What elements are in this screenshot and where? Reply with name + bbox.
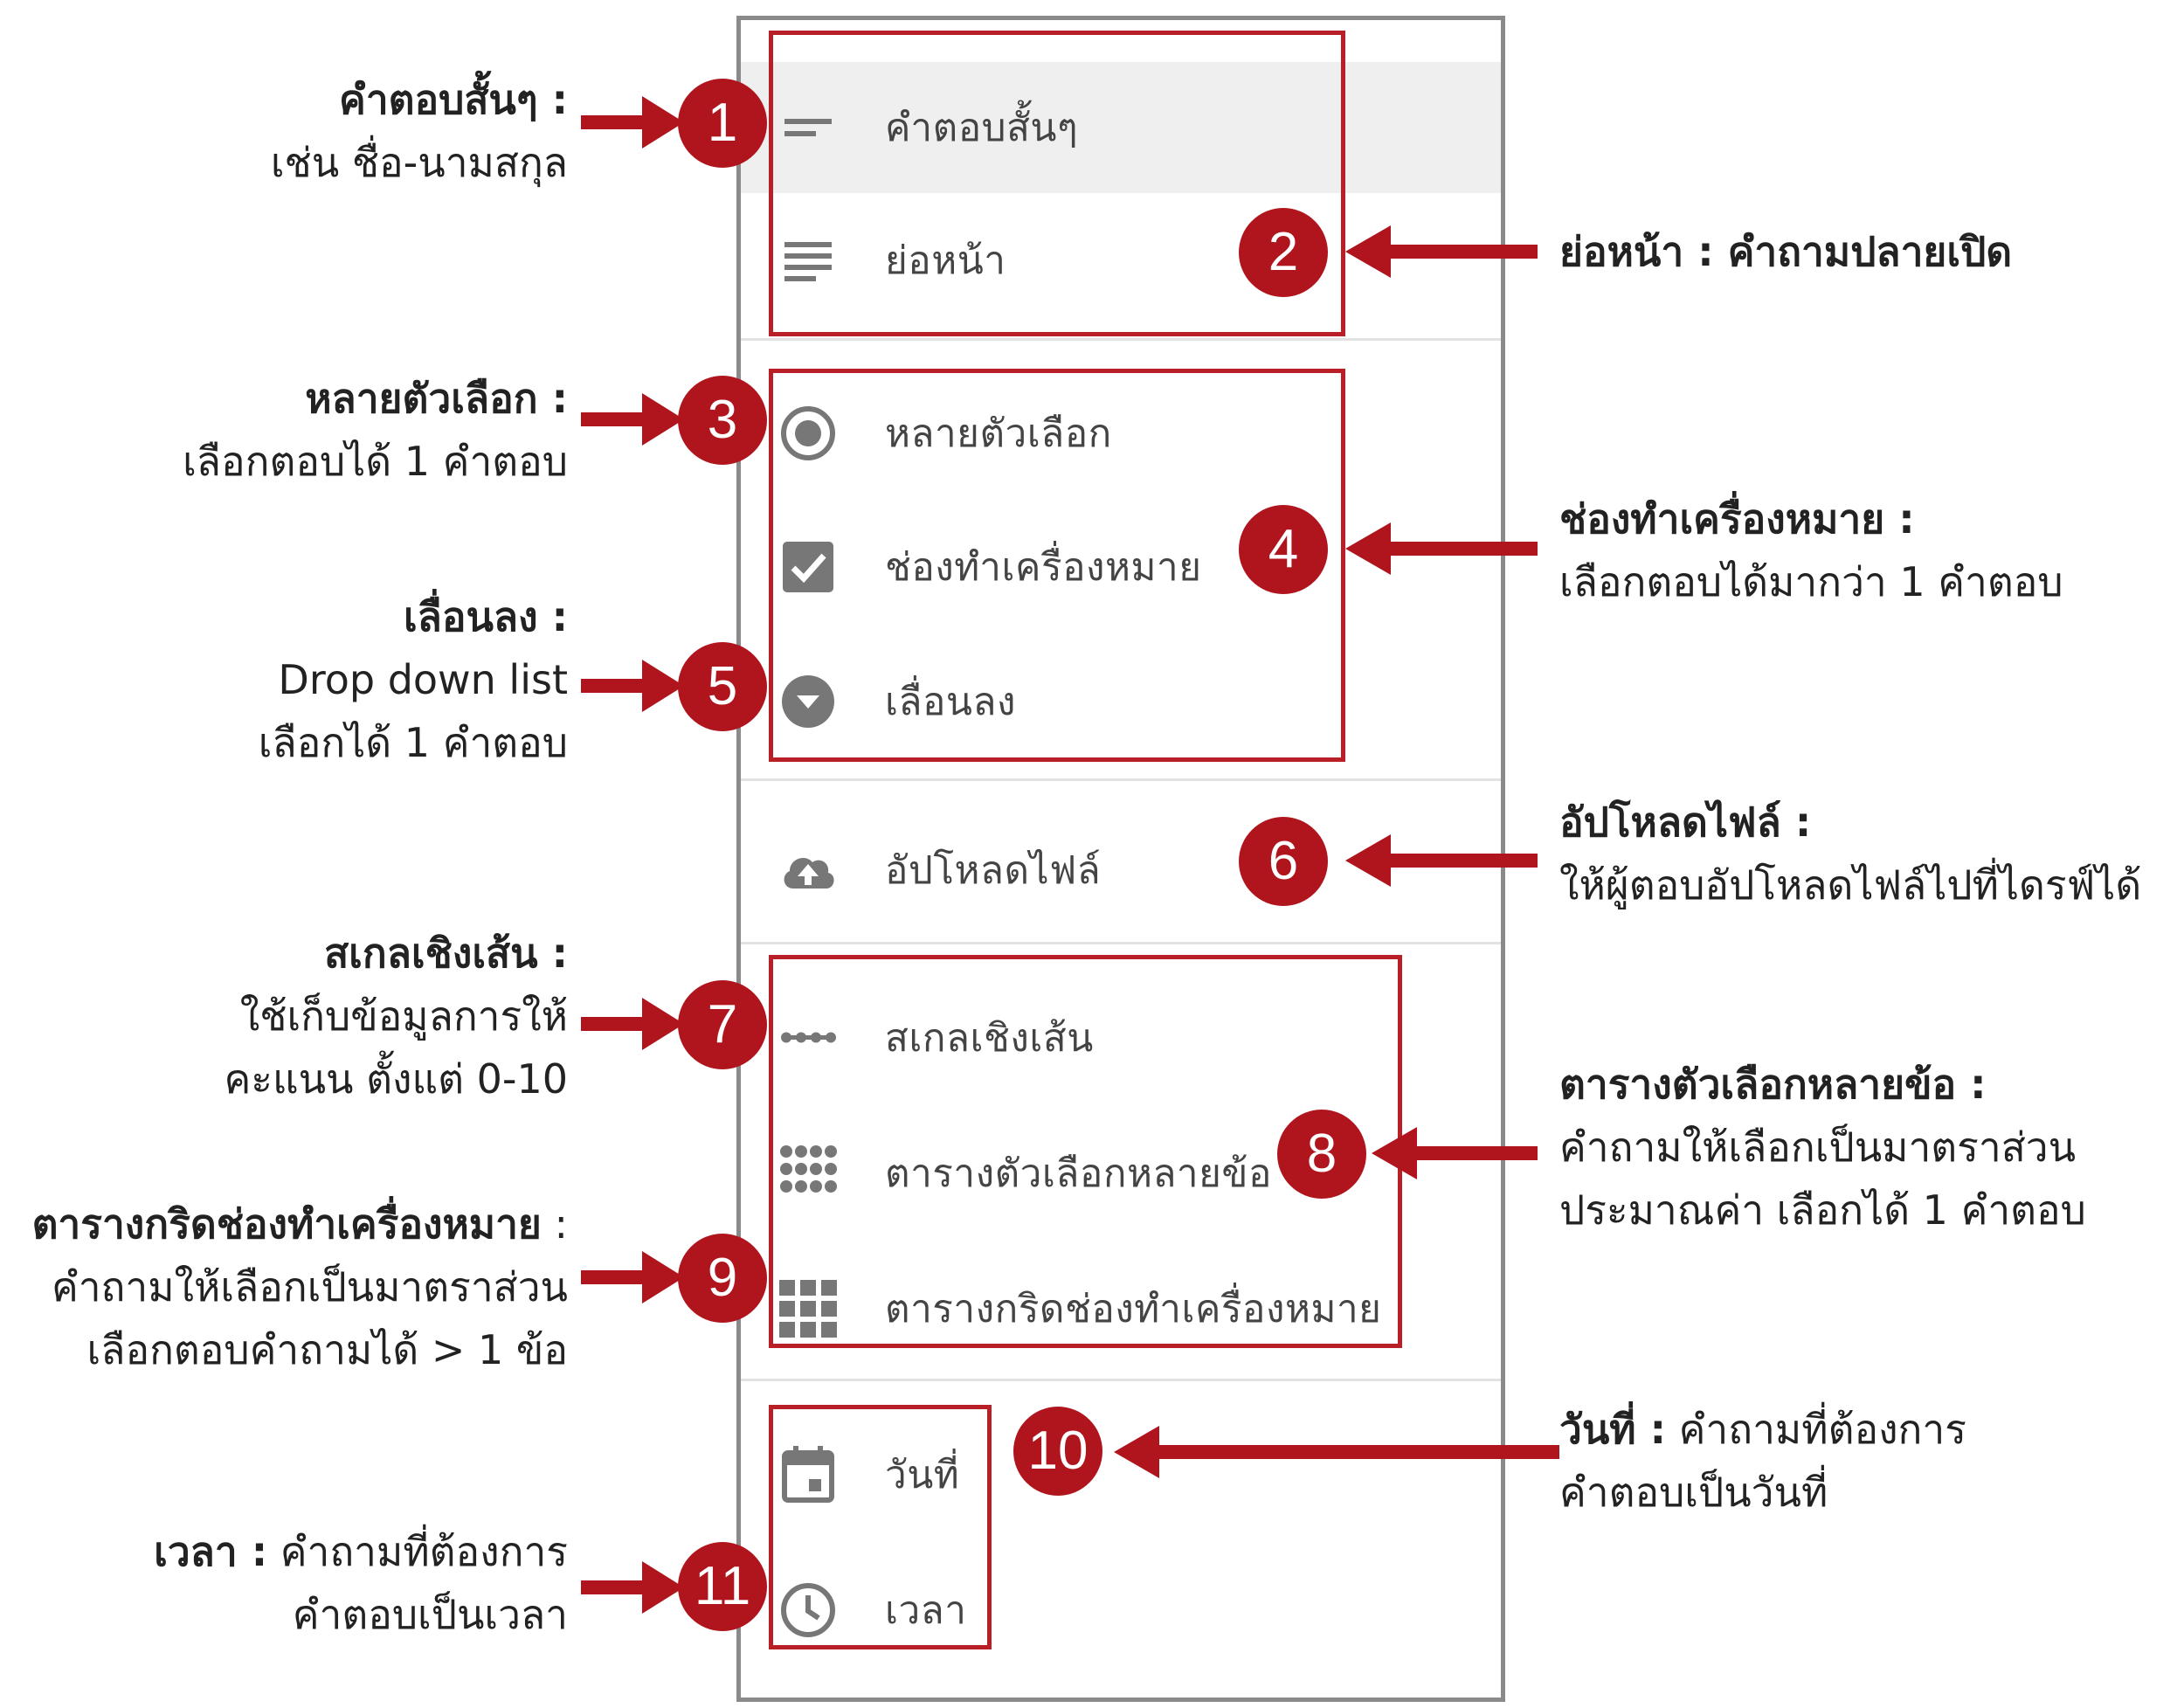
menu-item-label: ย่อหน้า <box>885 239 1006 283</box>
menu-item-label: ตารางตัวเลือกหลายข้อ <box>885 1151 1272 1196</box>
arrow-left-icon <box>1345 522 1538 575</box>
annotation-date: วันที่ : คำถามที่ต้องการ คำตอบเป็นวันที่ <box>1559 1406 1966 1516</box>
menu-item-multiple-choice-grid[interactable]: ตารางตัวเลือกหลายข้อ <box>741 1108 1501 1239</box>
annotation-multiple-choice: หลายตัวเลือก : เลือกตอบได้ 1 คำตอบ <box>183 375 568 485</box>
menu-item-label: คำตอบสั้นๆ <box>885 106 1079 150</box>
group-box-date-time <box>769 1405 992 1649</box>
menu-item-label: สเกลเชิงเส้น <box>885 1016 1094 1061</box>
annotation-file-upload: อัปโหลดไฟล์ : ให้ผู้ตอบอัปโหลดไฟล์ไปที่ไ… <box>1559 799 2142 909</box>
annotation-short-answer: คำตอบสั้นๆ : เช่น ชื่อ-นามสกุล <box>270 76 568 186</box>
annotation-checkboxes: ช่องทำเครื่องหมาย : เลือกตอบได้มากว่า 1 … <box>1559 495 2063 605</box>
badge-3: 3 <box>678 376 767 465</box>
menu-item-multiple-choice[interactable]: หลายตัวเลือก <box>741 368 1501 499</box>
menu-item-dropdown[interactable]: เลื่อนลง <box>741 636 1501 767</box>
badge-9: 9 <box>678 1234 767 1323</box>
dropdown-icon <box>782 675 834 728</box>
arrow-right-icon <box>581 1251 684 1303</box>
menu-item-time[interactable]: เวลา <box>741 1545 1501 1676</box>
arrow-right-icon <box>581 660 684 712</box>
badge-5: 5 <box>678 642 767 731</box>
short-answer-icon <box>784 119 832 136</box>
annotation-multiple-choice-grid: ตารางตัวเลือกหลายข้อ : คำถามให้เลือกเป็น… <box>1559 1061 2086 1234</box>
menu-item-label: ช่องทำเครื่องหมาย <box>885 545 1202 590</box>
clock-icon <box>781 1583 835 1637</box>
badge-2: 2 <box>1239 208 1328 297</box>
menu-item-label: ตารางกริดช่องทำเครื่องหมาย <box>885 1287 1382 1331</box>
arrow-left-icon <box>1372 1127 1538 1179</box>
checkbox-icon <box>783 542 833 592</box>
menu-item-checkbox-grid[interactable]: ตารางกริดช่องทำเครื่องหมาย <box>741 1243 1501 1374</box>
arrow-left-icon <box>1345 834 1538 887</box>
badge-8: 8 <box>1277 1110 1366 1199</box>
menu-divider <box>741 942 1501 944</box>
menu-item-label: เลื่อนลง <box>885 680 1016 724</box>
menu-divider <box>741 778 1501 781</box>
paragraph-icon <box>784 242 832 281</box>
radio-button-icon <box>781 406 835 460</box>
badge-10: 10 <box>1013 1407 1102 1496</box>
arrow-right-icon <box>581 998 684 1050</box>
group-box-text <box>769 31 1345 336</box>
annotation-time: เวลา : คำถามที่ต้องการ คำตอบเป็นเวลา <box>154 1528 568 1638</box>
annotation-checkbox-grid: ตารางกริดช่องทำเครื่องหมาย : คำถามให้เลื… <box>31 1200 568 1373</box>
annotation-linear-scale: สเกลเชิงเส้น : ใช้เก็บข้อมูลการให้ คะแนน… <box>224 930 568 1103</box>
menu-item-linear-scale[interactable]: สเกลเชิงเส้น <box>741 972 1501 1103</box>
grid-dots-icon <box>780 1145 837 1193</box>
arrow-left-icon <box>1345 225 1538 278</box>
menu-divider <box>741 1379 1501 1381</box>
annotation-dropdown: เลื่อนลง : Drop down list เลือกได้ 1 คำต… <box>258 593 568 766</box>
badge-6: 6 <box>1239 817 1328 906</box>
group-box-choice <box>769 369 1345 762</box>
badge-4: 4 <box>1239 505 1328 594</box>
menu-item-file-upload[interactable]: อัปโหลดไฟล์ <box>741 805 1501 936</box>
calendar-icon <box>782 1446 834 1503</box>
cloud-upload-icon <box>784 858 834 889</box>
menu-item-label: วันที่ <box>885 1453 960 1497</box>
menu-item-checkboxes[interactable]: ช่องทำเครื่องหมาย <box>741 501 1501 633</box>
menu-item-label: หลายตัวเลือก <box>885 411 1112 456</box>
linear-scale-icon <box>781 1032 836 1043</box>
menu-item-paragraph[interactable]: ย่อหน้า <box>741 195 1501 326</box>
arrow-right-icon <box>581 96 684 149</box>
menu-item-label: เวลา <box>885 1588 967 1633</box>
menu-item-date[interactable]: วันที่ <box>741 1409 1501 1540</box>
arrow-right-icon <box>581 393 684 446</box>
badge-7: 7 <box>678 980 767 1069</box>
arrow-left-icon <box>1114 1426 1559 1478</box>
menu-item-label: อัปโหลดไฟล์ <box>885 848 1102 893</box>
grid-squares-icon <box>779 1280 837 1338</box>
badge-1: 1 <box>678 79 767 168</box>
badge-11: 11 <box>678 1542 767 1631</box>
menu-divider <box>741 338 1501 341</box>
arrow-right-icon <box>581 1561 684 1614</box>
annotation-paragraph: ย่อหน้า : คำถามปลายเปิด <box>1559 228 2013 275</box>
menu-item-short-answer[interactable]: คำตอบสั้นๆ <box>741 62 1501 193</box>
